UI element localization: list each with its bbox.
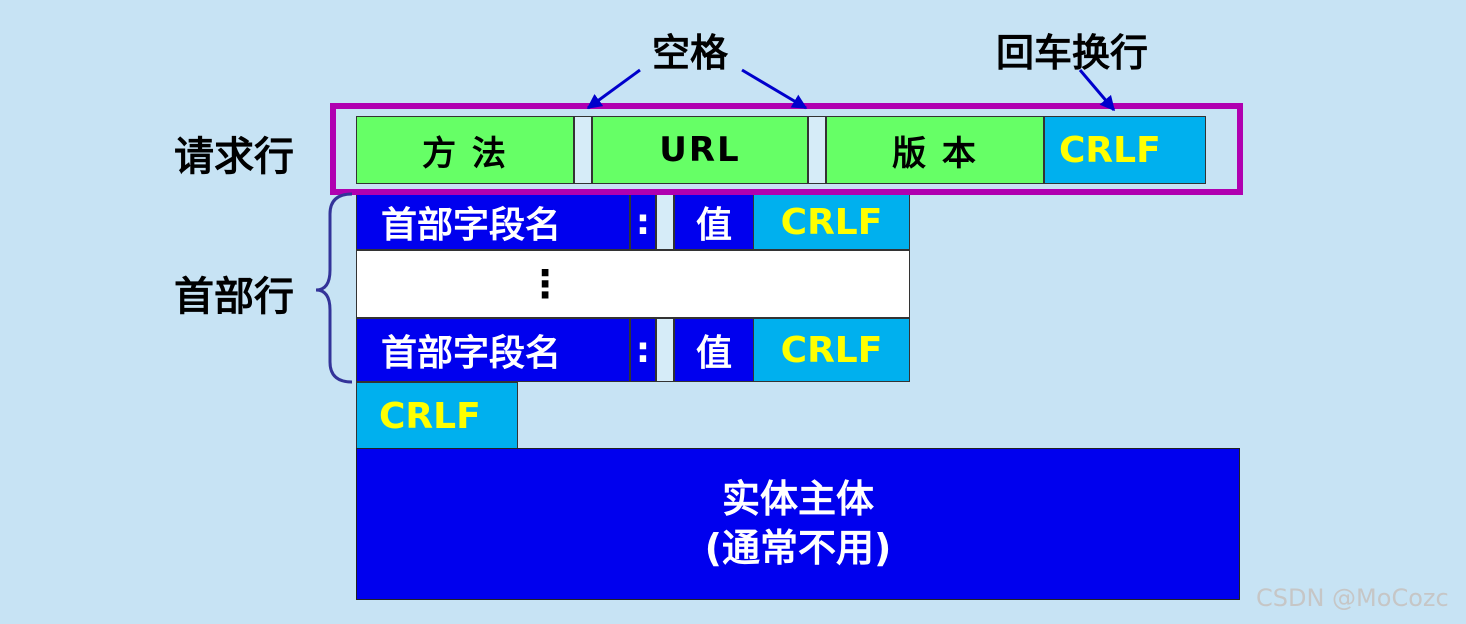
entity-body-title: 实体主体 (721, 476, 874, 521)
space-arrow-right (741, 68, 808, 110)
space-annotation: 空格 (652, 31, 729, 75)
request-line-highlight (330, 103, 1243, 195)
space-gap-1 (574, 116, 592, 184)
entity-body: 实体主体 (通常不用) (356, 448, 1240, 600)
header-colon-1: : (630, 194, 656, 250)
header-crlf-1: CRLF (754, 194, 910, 250)
header-lines-label: 首部行 (174, 274, 294, 320)
header-field-name-2: 首部字段名 (356, 318, 630, 382)
space-arrow-left (586, 68, 641, 110)
request-line-label: 请求行 (174, 134, 294, 180)
url-cell: URL (592, 116, 808, 184)
space-gap-2 (808, 116, 826, 184)
ellipsis-icon: ⋮ (526, 262, 564, 306)
blank-line-crlf: CRLF (356, 382, 518, 450)
header-crlf-2: CRLF (754, 318, 910, 382)
crlf-arrow (1078, 69, 1116, 112)
header-value-1: 值 (674, 194, 754, 250)
header-gap-2 (656, 318, 674, 382)
header-colon-2: : (630, 318, 656, 382)
header-value-2: 值 (674, 318, 754, 382)
watermark: CSDN @MoCozc (1256, 584, 1449, 612)
version-cell: 版 本 (826, 116, 1044, 184)
method-cell: 方 法 (356, 116, 574, 184)
request-line-crlf: CRLF (1044, 116, 1206, 184)
crlf-annotation: 回车换行 (996, 31, 1149, 75)
entity-body-note: (通常不用) (704, 526, 892, 570)
header-lines-brace (315, 192, 353, 384)
header-ellipsis-row (356, 250, 910, 318)
